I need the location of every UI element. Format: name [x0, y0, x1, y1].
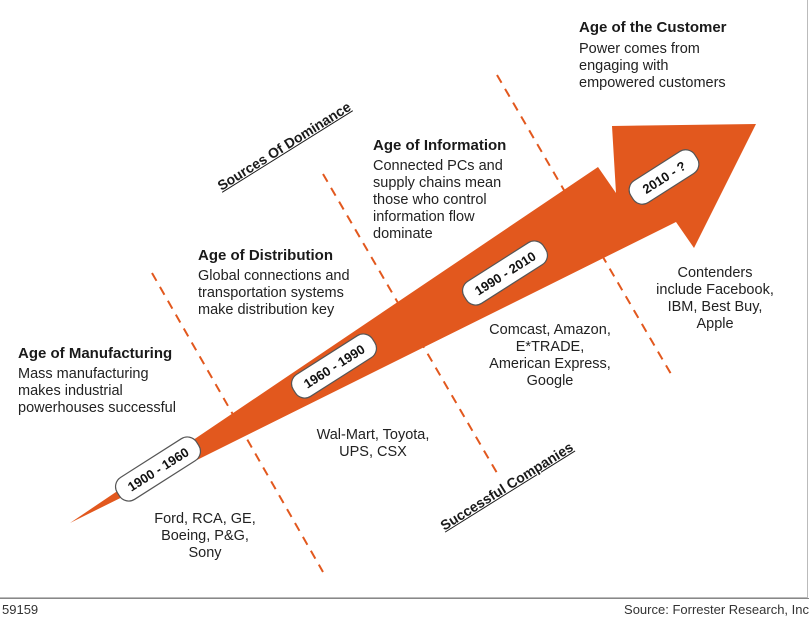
timeline-diagram: 1900 - 1960 1960 - 1990 1990 - 2010 2010… — [70, 74, 756, 573]
era-manufacturing: Age of Manufacturing Mass manufacturing … — [18, 345, 176, 417]
company-line: Google — [526, 373, 574, 389]
companies-distribution: Wal-Mart, Toyota, UPS, CSX — [298, 427, 448, 461]
era-title: Age of Distribution — [198, 247, 333, 264]
description-line: make distribution key — [198, 302, 335, 318]
source-credit: Source: Forrester Research, Inc — [624, 602, 809, 617]
description-line: powerhouses successful — [18, 400, 176, 416]
company-line: Comcast, Amazon, — [489, 322, 611, 338]
era-divider-3 — [496, 74, 672, 375]
era-title: Age of Manufacturing — [18, 345, 173, 362]
era-title: Age of the Customer — [579, 19, 727, 36]
company-line: UPS, CSX — [339, 444, 407, 460]
company-line: Boeing, P&G, — [161, 528, 249, 544]
description-line: information flow — [373, 209, 475, 225]
timeline-arrow — [70, 124, 756, 523]
era-title: Age of Information — [373, 137, 507, 154]
description-line: Mass manufacturing — [18, 366, 149, 382]
company-line: Wal-Mart, Toyota, — [316, 427, 430, 443]
description-line: supply chains mean — [373, 175, 502, 191]
description-line: empowered customers — [579, 75, 726, 91]
description-line: transportation systems — [198, 285, 344, 301]
company-line: Apple — [696, 316, 734, 332]
description-line: Global connections and — [198, 268, 350, 284]
company-line: Ford, RCA, GE, — [154, 511, 256, 527]
era-description: Connected PCs and supply chains mean tho… — [373, 158, 506, 243]
description-line: those who control — [373, 192, 487, 208]
figure-frame — [0, 0, 808, 598]
company-line: IBM, Best Buy, — [667, 299, 763, 315]
description-line: dominate — [373, 226, 433, 242]
figure-footer: 59159 Source: Forrester Research, Inc — [0, 598, 809, 623]
company-line: American Express, — [489, 356, 611, 372]
description-line: Power comes from — [579, 41, 700, 57]
era-description: Global connections and transportation sy… — [198, 268, 350, 319]
description-line: Connected PCs and — [373, 158, 503, 174]
era-information: Age of Information Connected PCs and sup… — [373, 137, 506, 243]
company-line: Contenders — [677, 265, 753, 281]
companies-customer: Contenders include Facebook, IBM, Best B… — [650, 265, 780, 333]
era-description: Power comes from engaging with empowered… — [579, 41, 727, 92]
era-distribution: Age of Distribution Global connections a… — [198, 247, 350, 319]
company-line: Sony — [188, 545, 222, 561]
era-divider-2 — [322, 173, 498, 474]
description-line: makes industrial — [18, 383, 123, 399]
period-badge-1900: 1900 - 1960 — [114, 436, 202, 502]
company-line: E*TRADE, — [515, 339, 585, 355]
company-line: include Facebook, — [656, 282, 774, 298]
figure-id: 59159 — [2, 602, 39, 617]
description-line: engaging with — [579, 58, 669, 74]
companies-manufacturing: Ford, RCA, GE, Boeing, P&G, Sony — [140, 511, 270, 562]
era-customer: Age of the Customer Power comes from eng… — [579, 19, 727, 92]
era-description: Mass manufacturing makes industrial powe… — [18, 366, 176, 417]
companies-information: Comcast, Amazon, E*TRADE, American Expre… — [470, 322, 630, 390]
